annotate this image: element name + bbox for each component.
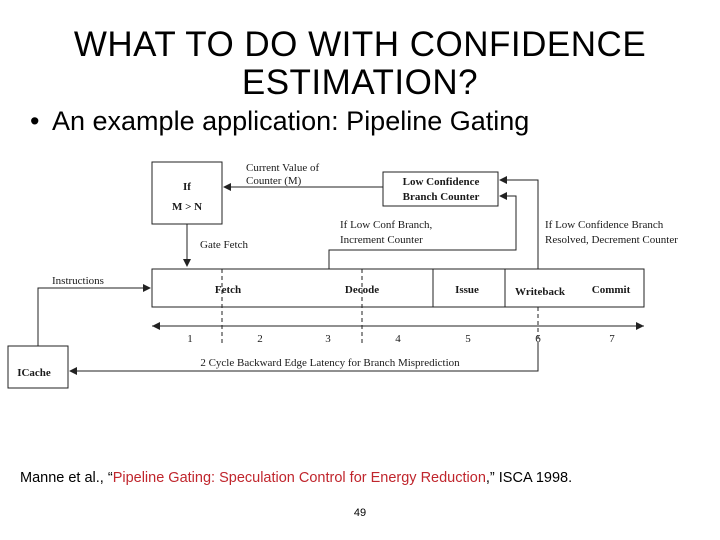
cycle-number-4: 4 <box>395 333 401 345</box>
decrement-feedback-arrow <box>499 176 539 269</box>
citation-prefix: Manne et al., “ <box>20 470 113 486</box>
timeline-arrow-left <box>152 322 160 330</box>
bullet-point: • An example application: Pipeline Gating <box>30 106 529 137</box>
citation: Manne et al., “Pipeline Gating: Speculat… <box>20 470 572 486</box>
title-line-2: ESTIMATION? <box>241 63 479 102</box>
stage-writeback: Writeback <box>515 286 566 298</box>
instructions-arrow <box>37 284 151 346</box>
bullet-symbol: • <box>30 106 40 136</box>
gate-box-line1: If <box>183 181 191 193</box>
cycle-number-1: 1 <box>187 333 193 345</box>
cycle-number-7: 7 <box>609 333 615 345</box>
stage-fetch: Fetch <box>215 284 241 296</box>
gate-comparator-box <box>151 161 223 225</box>
lcbc-line1: Low Confidence <box>403 176 480 188</box>
increment-label-line2: Increment Counter <box>340 234 423 246</box>
instructions-label: Instructions <box>52 275 104 287</box>
lcbc-line2: Branch Counter <box>403 191 480 203</box>
cycle-number-6: 6 <box>535 333 541 345</box>
timeline-arrow-right <box>636 322 644 330</box>
page-number: 49 <box>353 507 367 519</box>
misprediction-arrow <box>69 345 539 375</box>
current-value-line1: Current Value of <box>246 162 319 174</box>
increment-label-line1: If Low Conf Branch, <box>340 219 433 231</box>
gate-fetch-label: Gate Fetch <box>200 239 248 251</box>
pipeline-box <box>151 268 645 308</box>
pipeline-gating-diagram: If M > N Low Confidence Branch Counter C… <box>7 161 678 389</box>
cycle-number-2: 2 <box>257 333 263 345</box>
cycle-number-5: 5 <box>465 333 471 345</box>
stage-issue: Issue <box>455 284 479 296</box>
current-value-line2: Counter (M) <box>246 175 302 187</box>
stage-decode: Decode <box>345 284 379 296</box>
stage-commit: Commit <box>592 284 631 296</box>
low-confidence-counter-box <box>382 171 499 207</box>
increment-feedback-arrow <box>328 192 517 269</box>
cycle-number-3: 3 <box>325 333 331 345</box>
icache-label: ICache <box>17 367 51 379</box>
citation-paper-title: Pipeline Gating: Speculation Control for… <box>112 470 486 486</box>
decrement-label-line1: If Low Confidence Branch <box>545 219 664 231</box>
icache-box <box>7 345 69 389</box>
bullet-text: An example application: Pipeline Gating <box>52 106 530 136</box>
citation-suffix: ,” ISCA 1998. <box>485 470 573 486</box>
title-line-1: WHAT TO DO WITH CONFIDENCE <box>73 25 647 64</box>
decrement-label-line2: Resolved, Decrement Counter <box>545 234 678 246</box>
latency-label: 2 Cycle Backward Edge Latency for Branch… <box>200 357 460 369</box>
slide-title: WHAT TO DO WITH CONFIDENCE ESTIMATION? <box>0 26 720 102</box>
gate-box-line2: M > N <box>172 201 202 213</box>
